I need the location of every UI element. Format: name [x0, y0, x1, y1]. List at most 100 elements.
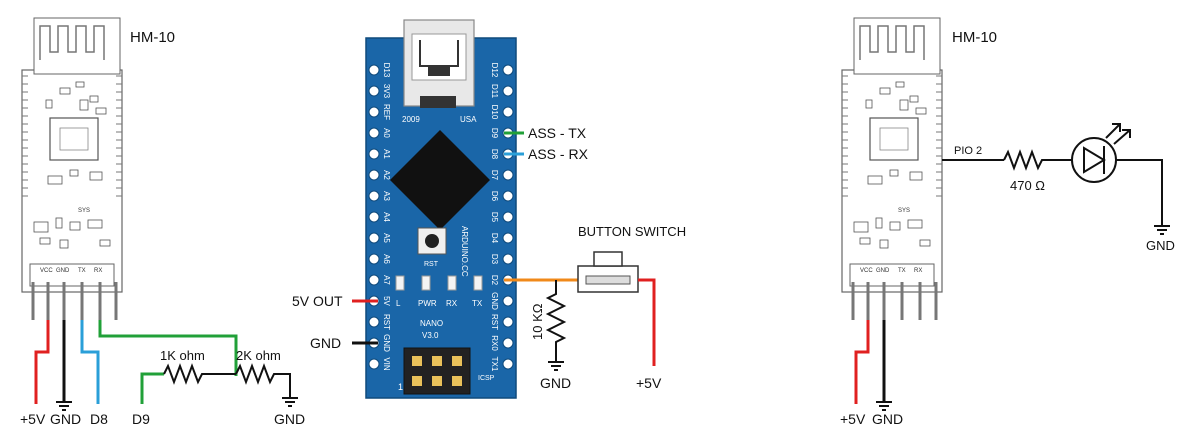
antenna-trace: [39, 25, 105, 60]
model-nano: NANO: [420, 319, 443, 328]
icsp-pins: [412, 356, 462, 386]
label-led-gnd: GND: [1146, 238, 1175, 253]
label-divider-gnd: GND: [274, 411, 305, 427]
nano-pin-label: D7: [490, 170, 499, 181]
nano-pin-pad: [502, 295, 514, 307]
pin-label-gnd: GND: [56, 268, 70, 274]
voltage-divider: [163, 363, 291, 398]
nano-pin-pad: [502, 232, 514, 244]
nano-pin-label: A5: [382, 233, 391, 243]
nano-pin-label: A4: [382, 212, 391, 222]
led-light-arrows: [1105, 123, 1131, 145]
nano-pin-label: D3: [490, 254, 499, 265]
ground-symbol-right: [876, 401, 892, 411]
nano-pin-pad: [368, 169, 380, 181]
label-10k: 10 KΩ: [530, 303, 545, 340]
resistor-2k: [235, 363, 291, 398]
nano-pin-label: D12: [490, 63, 499, 78]
sys-label: SYS: [898, 208, 910, 214]
ground-symbol-button: [548, 361, 564, 371]
nano-pin-label: A6: [382, 254, 391, 264]
nano-pin-pad: [368, 106, 380, 118]
ground-symbol-led: [1154, 225, 1170, 235]
header-pins: [31, 282, 118, 320]
label-470: 470 Ω: [1010, 178, 1045, 193]
nano-pin-label: 3V3: [382, 84, 391, 99]
nano-pin-label: TX1: [490, 357, 499, 372]
model-version: V3.0: [422, 331, 439, 340]
nano-pin-label: REF: [382, 104, 391, 120]
nano-pin-label: RST: [382, 314, 391, 330]
rx-wire: [98, 320, 238, 376]
module-board: [841, 69, 943, 293]
nano-pin-label: A1: [382, 149, 391, 159]
left-hm10-module: SYS VCC GND TX RX HM-10: [21, 17, 175, 320]
vcc-wire: [34, 320, 50, 404]
nano-pin-pad: [368, 232, 380, 244]
rst-label: RST: [424, 261, 439, 268]
d9-wire: [140, 372, 164, 404]
pin-header: [849, 263, 935, 287]
nano-pin-pad: [368, 127, 380, 139]
icsp-pin1: 1: [398, 382, 403, 392]
antenna-trace: [859, 25, 925, 60]
nano-pin-label: A0: [382, 128, 391, 138]
nano-pin-label: D2: [490, 275, 499, 286]
module-title: HM-10: [952, 29, 997, 46]
nano-pin-pad: [502, 106, 514, 118]
nano-pin-label: D8: [490, 149, 499, 160]
led-circuit: PIO 2 470 Ω GND: [942, 123, 1175, 253]
led-rx-label: RX: [446, 299, 458, 308]
pin-label-vcc: VCC: [860, 268, 873, 274]
ble-chip: [49, 117, 99, 161]
button-cap: [593, 251, 623, 267]
nano-pin-label: D9: [490, 128, 499, 139]
year-label: 2009: [402, 115, 420, 124]
edge-castellations: [22, 75, 122, 197]
ground-symbols-left: [56, 397, 298, 411]
nano-pin-label: GND: [490, 292, 499, 310]
label-1k: 1K ohm: [160, 348, 205, 363]
nano-pin-label: D5: [490, 212, 499, 223]
label-button-gnd: GND: [540, 375, 571, 391]
nano-pin-pad: [502, 85, 514, 97]
label-5v-out: 5V OUT: [292, 293, 343, 309]
led-anode: [1083, 146, 1106, 174]
label-pio2: PIO 2: [954, 145, 982, 157]
button-title: BUTTON SWITCH: [578, 224, 686, 239]
antenna-section: [853, 17, 941, 75]
resistor-470: [1003, 149, 1072, 171]
brand-label: ARDUINO.CC: [460, 226, 469, 277]
button-vcc-wire: [638, 278, 656, 366]
nano-pin-pad: [368, 85, 380, 97]
nano-pin-label: RX0: [490, 335, 499, 351]
pin-label-vcc: VCC: [40, 268, 53, 274]
nano-pin-label: D11: [490, 84, 499, 99]
nano-pin-label: RST: [490, 314, 499, 330]
nano-pin-label: A7: [382, 275, 391, 285]
module-title: HM-10: [130, 29, 175, 46]
nano-pin-label: A2: [382, 170, 391, 180]
label-gnd: GND: [50, 411, 81, 427]
ble-chip: [869, 117, 919, 161]
nano-pin-pad: [368, 148, 380, 160]
label-gnd: GND: [872, 411, 903, 427]
nano-pin-pad: [502, 358, 514, 370]
led-l-label: L: [396, 299, 401, 308]
nano-pin-pad: [502, 64, 514, 76]
d8-wire: [80, 320, 100, 404]
label-ass-tx: ASS - TX: [528, 125, 587, 141]
label-ass-rx: ASS - RX: [528, 146, 589, 162]
nano-wiring: [352, 131, 580, 345]
left-wiring: [34, 320, 238, 404]
label-button-5v: +5V: [636, 375, 662, 391]
label-2k: 2K ohm: [236, 348, 281, 363]
resistor-1k: [163, 363, 236, 385]
nano-pin-label: D6: [490, 191, 499, 202]
sys-label: SYS: [78, 208, 90, 214]
arduino-nano: 2009 USA RST ARDUINO.CC L PWR RX TX NANO…: [365, 19, 517, 399]
nano-pin-pad: [502, 169, 514, 181]
led-tx-label: TX: [472, 299, 483, 308]
label-d8: D8: [90, 411, 108, 427]
